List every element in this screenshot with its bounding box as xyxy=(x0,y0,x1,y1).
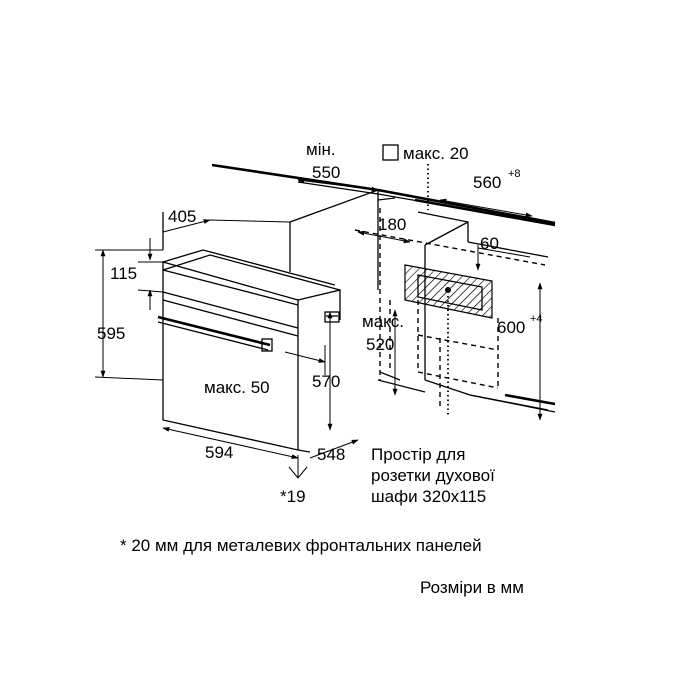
cabinet-outline xyxy=(211,163,556,413)
label-594: 594 xyxy=(205,443,233,462)
label-max20: макс. 20 xyxy=(403,144,469,163)
socket-note-line3: шафи 320x115 xyxy=(371,487,486,506)
label-560: 560 xyxy=(473,173,501,192)
footnote: * 20 мм для металевих фронтальних панеле… xyxy=(120,536,482,555)
max20-box xyxy=(382,144,399,161)
label-star19: *19 xyxy=(280,487,306,506)
dimension-lines xyxy=(94,177,543,479)
oven-body xyxy=(157,249,341,453)
label-405: 405 xyxy=(168,207,196,226)
label-560-tol: +8 xyxy=(508,168,521,180)
label-60: 60 xyxy=(480,234,499,253)
label-600-tol: +4 xyxy=(530,313,543,325)
units-note: Розміри в мм xyxy=(420,578,524,597)
label-570: 570 xyxy=(312,372,340,391)
socket-note-line1: Простір для xyxy=(371,445,465,464)
socket-note-line2: розетки духової xyxy=(371,466,495,485)
label-max50: макс. 50 xyxy=(204,378,270,397)
label-550: 550 xyxy=(312,163,340,182)
label-600: 600 xyxy=(497,318,525,337)
label-595: 595 xyxy=(97,324,125,343)
label-520: 520 xyxy=(366,335,394,354)
label-180: 180 xyxy=(378,215,406,234)
socket-area xyxy=(404,264,493,319)
label-115: 115 xyxy=(110,264,137,283)
label-max: макс. xyxy=(362,312,404,331)
label-min: мін. xyxy=(306,140,336,159)
label-548: 548 xyxy=(317,445,345,464)
dimension-labels: мін. 550 макс. 20 560 +8 405 180 60 115 … xyxy=(97,140,543,506)
